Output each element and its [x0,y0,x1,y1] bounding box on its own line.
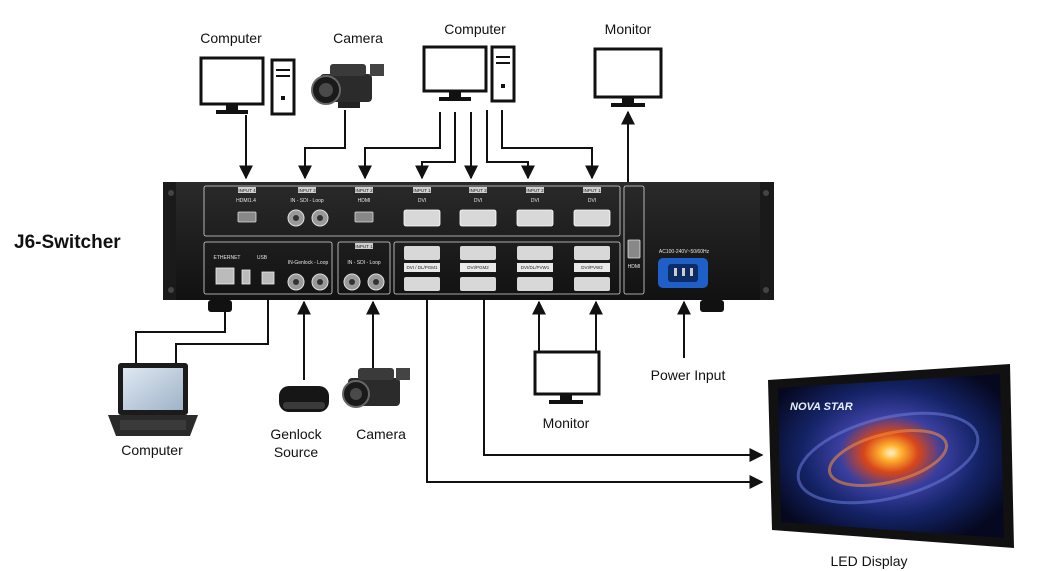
dvi-port [574,246,610,260]
foot [700,300,724,312]
input-tag: INPUT 2 [355,188,373,193]
dvi-port [404,277,440,291]
tower-icon [490,45,516,103]
dvi-port [517,246,553,260]
power-spec-label: AC100-240V~50/60Hz [659,249,710,255]
rack-ear-right [758,182,774,300]
monitor-icon-top-right [593,47,663,107]
computer-top-left-label: Computer [200,30,262,46]
j6-switcher-device: HDMI1.4 IN - SDI - Loop HDMI DVI DVI DVI… [163,182,774,312]
port-label-sdi-bottom: IN - SDI - Loop [347,260,381,266]
dvi-port [460,277,496,291]
port-label-dvi3: DVI [531,198,539,204]
wire-laptop-to-usb [175,300,269,365]
usb-a-port [241,269,251,285]
ethernet-port [215,267,235,285]
wire-laptop-to-ethernet [135,312,226,365]
dvi-port [573,209,611,227]
port-label-dvi2: DVI [474,198,482,204]
rack-ear-left [163,182,179,300]
tower-icon [270,58,296,116]
dvi-outputs: DVI / DL/PGM1 DVI/PGM2 DVI/DL/PVW1 DVI/P… [404,246,610,291]
power-socket [658,258,708,288]
wire-computer-to-dvi3 [486,110,535,180]
input-tag: INPUT 3 [469,188,487,193]
top-wires [239,110,635,184]
input-tags: INPUT 4 INPUT 3 INPUT 2 INPUT 1 INPUT 3 … [238,187,601,249]
led-display: NOVA STAR [768,364,1014,548]
port-label-usb: USB [257,255,268,261]
camera-icon-bottom [342,368,410,408]
port-label-dvi4: DVI [588,198,596,204]
input-tag: INPUT 1 [413,188,431,193]
hdmi-port [354,211,374,223]
led-display-label: LED Display [830,553,907,569]
dvi-out-tag: DVI/PVW2 [581,265,603,270]
genlock-label-line2: Source [274,444,319,460]
switcher-title: J6-Switcher [14,232,121,253]
dvi-port [403,209,441,227]
port-label-dvi1: DVI [418,198,426,204]
computer-bottom-label: Computer [121,442,183,458]
bottom-ports [215,267,385,291]
dvi-out-tag: DVI/DL/PVW1 [521,265,550,270]
port-label-ethernet: ETHERNET [214,255,241,261]
input-tag: INPUT 4 [238,188,256,193]
hdmi-port [237,211,257,223]
led-display-screen [778,374,1004,538]
led-brand-logo: NOVA STAR [790,401,853,413]
dvi-port [404,246,440,260]
dvi-port [516,209,554,227]
monitor-icon [422,45,488,101]
monitor-icon [199,56,265,114]
wire-device-to-led-a [483,298,764,462]
usb-b-port [261,271,275,285]
laptop-icon [108,363,198,436]
genlock-label-line1: Genlock [270,426,322,442]
camera-top-label: Camera [333,30,383,46]
wire-computer-to-dvi4 [501,110,599,180]
monitor-bottom-label: Monitor [543,415,590,431]
port-label-sdi: IN - SDI - Loop [290,198,324,204]
dvi-port [517,277,553,291]
input-tag: INPUT 3 [298,188,316,193]
computer-top-center-label: Computer [444,21,506,37]
genlock-source-icon [279,386,329,412]
top-ports [237,209,641,259]
wire-device-to-led-b [426,298,764,489]
wire-computer-to-dvi1 [415,112,456,180]
port-label-hdmi-out: HDMI [628,264,641,270]
camera-icon-top [311,64,384,108]
monitor-icon-bottom [533,350,601,404]
computer-top-center [422,45,516,103]
dvi-port [574,277,610,291]
bottom-wires [135,298,764,489]
hdmi-out-port [627,239,641,259]
computer-top-left [199,56,296,116]
camera-bottom-label: Camera [356,426,406,442]
wire-computer-to-hdmi [358,112,441,180]
input-tag: INPUT 2 [526,188,544,193]
dvi-port [460,246,496,260]
port-label-hdmi14: HDMI1.4 [236,198,256,204]
port-label-genlock: IN-Genlock - Loop [288,260,329,266]
dvi-out-tag: DVI / DL/PGM1 [406,265,438,270]
input-tag: INPUT 1 [355,244,373,249]
dvi-port [459,209,497,227]
dvi-out-tag: DVI/PGM2 [467,265,489,270]
monitor-top-right-label: Monitor [605,21,652,37]
foot [208,300,232,312]
input-tag: INPUT 1 [583,188,601,193]
port-label-hdmi: HDMI [358,198,371,204]
wire-camera-to-sdi [298,110,346,180]
power-input-label: Power Input [651,367,726,383]
